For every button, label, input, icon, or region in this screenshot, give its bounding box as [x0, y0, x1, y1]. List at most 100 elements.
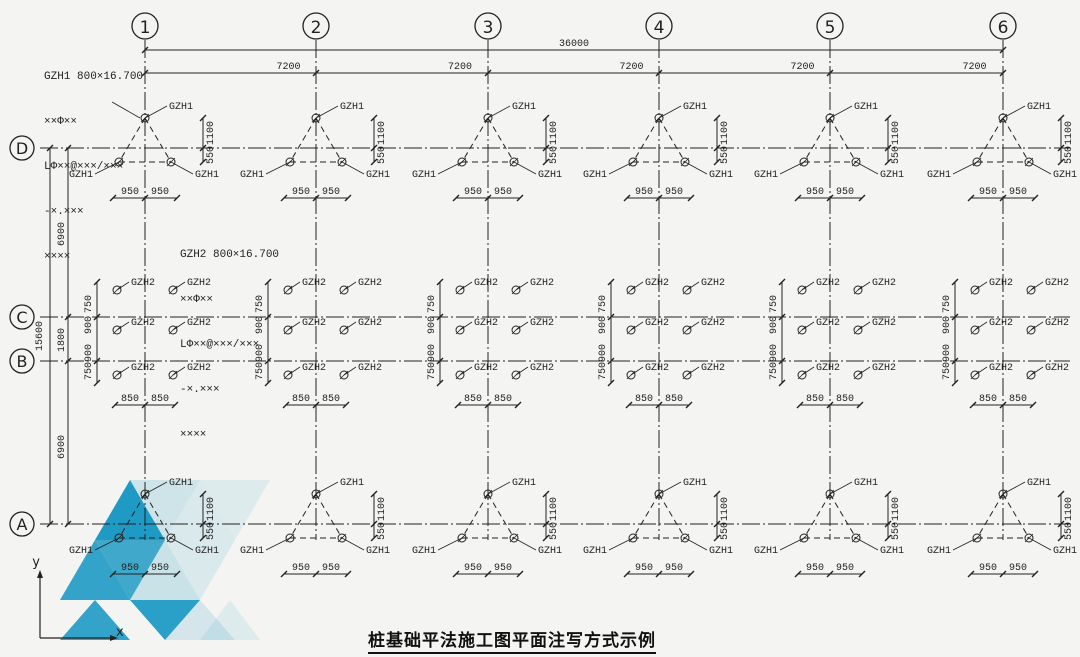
gzh1-pile — [680, 533, 690, 543]
gzh1-dim-up: 1100 — [377, 121, 388, 145]
pile-label: GZH2 — [1045, 363, 1069, 374]
pile-label: GZH1 — [683, 478, 707, 489]
pile-leader — [315, 105, 339, 119]
grid-column-label: 6 — [998, 18, 1009, 38]
pile-label: GZH1 — [880, 546, 904, 557]
gzh1-cap-edge — [976, 493, 1004, 539]
gzh1-dim-left: 950 — [121, 187, 139, 198]
gzh1-dim-left: 950 — [292, 563, 310, 574]
pile-leader — [116, 366, 130, 376]
gzh2-pile — [112, 325, 122, 335]
gzh1-annotation-line: -×.××× — [44, 206, 84, 218]
gzh1-cap-edge — [461, 117, 489, 163]
gzh1-cap-edge — [658, 117, 686, 163]
gzh1-annotation-line: ×××× — [44, 251, 71, 263]
dimension-tick — [199, 144, 207, 152]
pile-leader — [341, 537, 365, 551]
dimension-tick — [713, 158, 721, 166]
pile-label: GZH1 — [240, 170, 264, 181]
gzh2-pile — [283, 325, 293, 335]
dimension-tick — [484, 401, 492, 409]
dimension-tick — [713, 490, 721, 498]
pile-leader — [172, 281, 186, 291]
dimension-tick — [951, 379, 959, 387]
dimension-tick — [542, 534, 550, 542]
pile-leader — [94, 537, 120, 551]
dimension-tick — [713, 520, 721, 528]
gzh2-annotation-line: ×××× — [180, 429, 207, 441]
pile-leader — [801, 366, 815, 376]
pile-leader — [686, 366, 700, 376]
gzh1-dim-left: 950 — [464, 563, 482, 574]
dimension-tick — [199, 520, 207, 528]
pile-label: GZH1 — [854, 102, 878, 113]
dimension-tick — [884, 158, 892, 166]
dimension-tick — [623, 570, 631, 578]
gzh2-dim-mid-top: 900 — [598, 316, 609, 334]
dimension-tick — [999, 46, 1007, 54]
gzh1-pile — [166, 157, 176, 167]
pile-leader — [341, 161, 365, 175]
pile-leader — [857, 366, 871, 376]
dimension-tick — [344, 194, 352, 202]
pile-leader — [801, 281, 815, 291]
gzh2-dim-mid-top: 900 — [427, 316, 438, 334]
gzh1-pile — [972, 157, 982, 167]
gzh2-dim-top: 750 — [769, 295, 780, 313]
dimension-tick — [969, 401, 977, 409]
pile-label: GZH1 — [538, 546, 562, 557]
gzh2-pile — [511, 370, 521, 380]
gzh1-dim-right: 950 — [151, 563, 169, 574]
grid-column-bubble — [816, 12, 844, 40]
gzh2-pile — [797, 325, 807, 335]
dimension-tick — [655, 194, 663, 202]
pile-leader — [265, 537, 291, 551]
dimension-tick — [542, 520, 550, 528]
gzh1-cap-edge — [461, 493, 489, 539]
gzh1-dim-up: 1100 — [549, 497, 560, 521]
pile-leader — [855, 161, 879, 175]
gzh2-pile — [168, 285, 178, 295]
pile-leader — [172, 366, 186, 376]
gzh1-dim-right: 950 — [322, 563, 340, 574]
dimension-tick — [713, 144, 721, 152]
gzh2-dim-bottom: 750 — [255, 362, 266, 380]
gzh1-dim-up: 1100 — [377, 497, 388, 521]
watermark-triangle — [60, 540, 130, 600]
dimension-tick — [141, 401, 149, 409]
gzh1-pile — [337, 533, 347, 543]
gzh1-pile — [311, 113, 321, 123]
gzh1-pile — [337, 157, 347, 167]
axis-x-arrow — [110, 635, 118, 641]
dimension-tick — [826, 69, 834, 77]
pile-leader — [487, 481, 511, 495]
gzh1-cap-edge — [829, 493, 857, 539]
grid-column-label: 1 — [140, 18, 151, 38]
dimension-bay-cb: 1800 — [57, 328, 68, 352]
pile-label: GZH1 — [69, 546, 93, 557]
pile-label: GZH1 — [69, 170, 93, 181]
dimension-tick — [370, 520, 378, 528]
dimension-tick — [542, 158, 550, 166]
gzh1-cap-edge — [829, 117, 857, 163]
gzh1-pile — [509, 157, 519, 167]
dimension-tick — [796, 401, 804, 409]
gzh1-dim-up: 1100 — [206, 121, 217, 145]
gzh2-pile — [1026, 285, 1036, 295]
gzh2-dim-bottom: 750 — [769, 362, 780, 380]
pile-leader — [116, 281, 130, 291]
dimension-tick — [484, 69, 492, 77]
gzh1-pile — [311, 489, 321, 499]
gzh1-pile — [114, 157, 124, 167]
grid-column-bubble — [302, 12, 330, 40]
pile-leader — [144, 105, 168, 119]
dimension-tick — [794, 570, 802, 578]
gzh1-pile — [483, 113, 493, 123]
pile-label: GZH1 — [538, 170, 562, 181]
gzh2-pile — [1026, 325, 1036, 335]
pile-label: GZH1 — [754, 546, 778, 557]
dimension-tick — [826, 401, 834, 409]
dimension-tick — [999, 194, 1007, 202]
pile-leader — [437, 537, 463, 551]
gzh1-pile — [654, 113, 664, 123]
